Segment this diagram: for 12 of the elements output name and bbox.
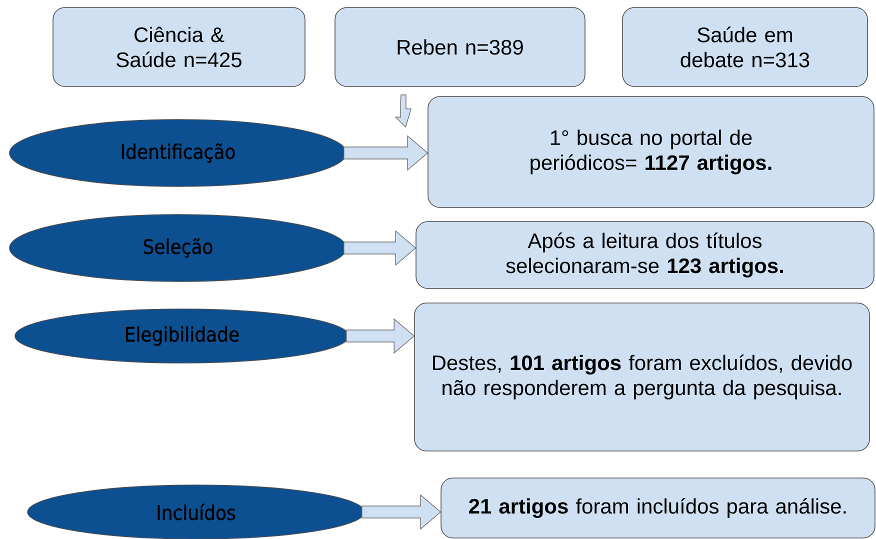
text-box: Reben n=389 bbox=[334, 7, 586, 87]
block-arrow bbox=[344, 230, 416, 266]
text-box: Ciência & Saúde n=425 bbox=[52, 7, 306, 87]
block-arrow bbox=[394, 94, 412, 128]
text-box: Após a leitura dos títulos selecionaram-se 123 artigos. bbox=[416, 221, 874, 289]
text-box: Destes, 101 artigos foram excluídos, devido não responderem a pergunta da pesquisa. bbox=[414, 302, 870, 452]
text-box: 1° busca no portal de periódicos= 1127 artigos. bbox=[428, 96, 874, 208]
text-box: 21 artigos foram incluídos para análise. bbox=[440, 478, 876, 538]
block-arrow bbox=[346, 318, 415, 354]
block-arrow bbox=[362, 494, 442, 530]
text-box: Saúde em debate n=313 bbox=[622, 7, 868, 87]
block-arrow bbox=[344, 135, 428, 171]
